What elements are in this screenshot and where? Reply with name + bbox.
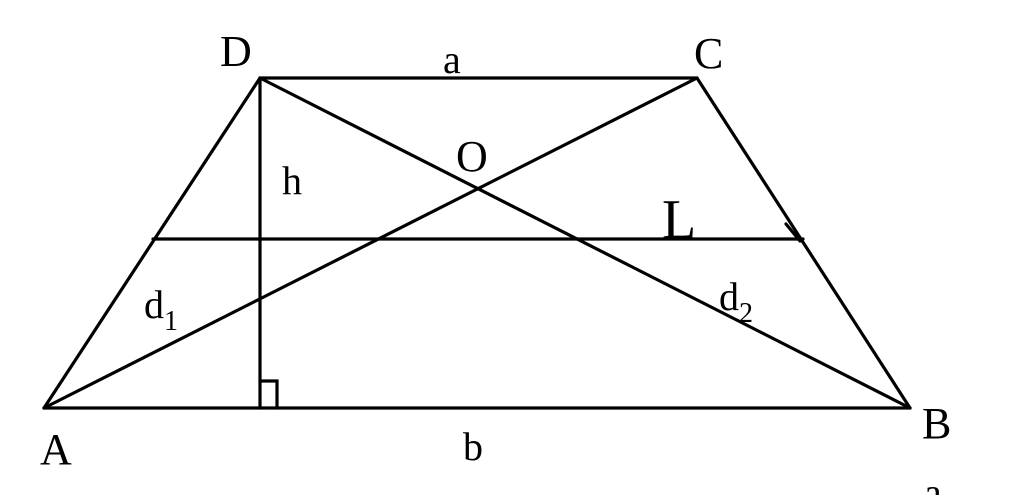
- diagonal-1-letter: d: [144, 282, 164, 327]
- vertex-label-d: D: [220, 27, 252, 76]
- vertex-label-a: A: [40, 425, 72, 474]
- diagonal-bd: [258, 76, 912, 410]
- left-leg-ad: [42, 76, 262, 410]
- diagonal-1-subscript: 1: [164, 306, 178, 337]
- height-label: h: [282, 158, 302, 203]
- intersection-label-o: O: [456, 132, 488, 181]
- top-base-label: a: [443, 37, 461, 82]
- midline-label: L: [662, 189, 696, 251]
- diagonal-2-subscript: 2: [739, 298, 753, 329]
- vertex-label-b: B: [922, 399, 951, 448]
- right-leg-bc: [695, 76, 912, 410]
- cut-off-corner-label: a: [924, 470, 942, 495]
- right-angle-marker: [258, 379, 279, 410]
- vertex-label-c: C: [694, 29, 723, 78]
- diagonal-ac: [42, 76, 699, 410]
- diagonal-2-letter: d: [719, 274, 739, 319]
- bottom-base-label: b: [463, 424, 483, 469]
- diagonal-2-label: d2: [719, 274, 753, 329]
- midline-end-tick: [784, 222, 802, 243]
- diagonal-1-label: d1: [144, 282, 178, 337]
